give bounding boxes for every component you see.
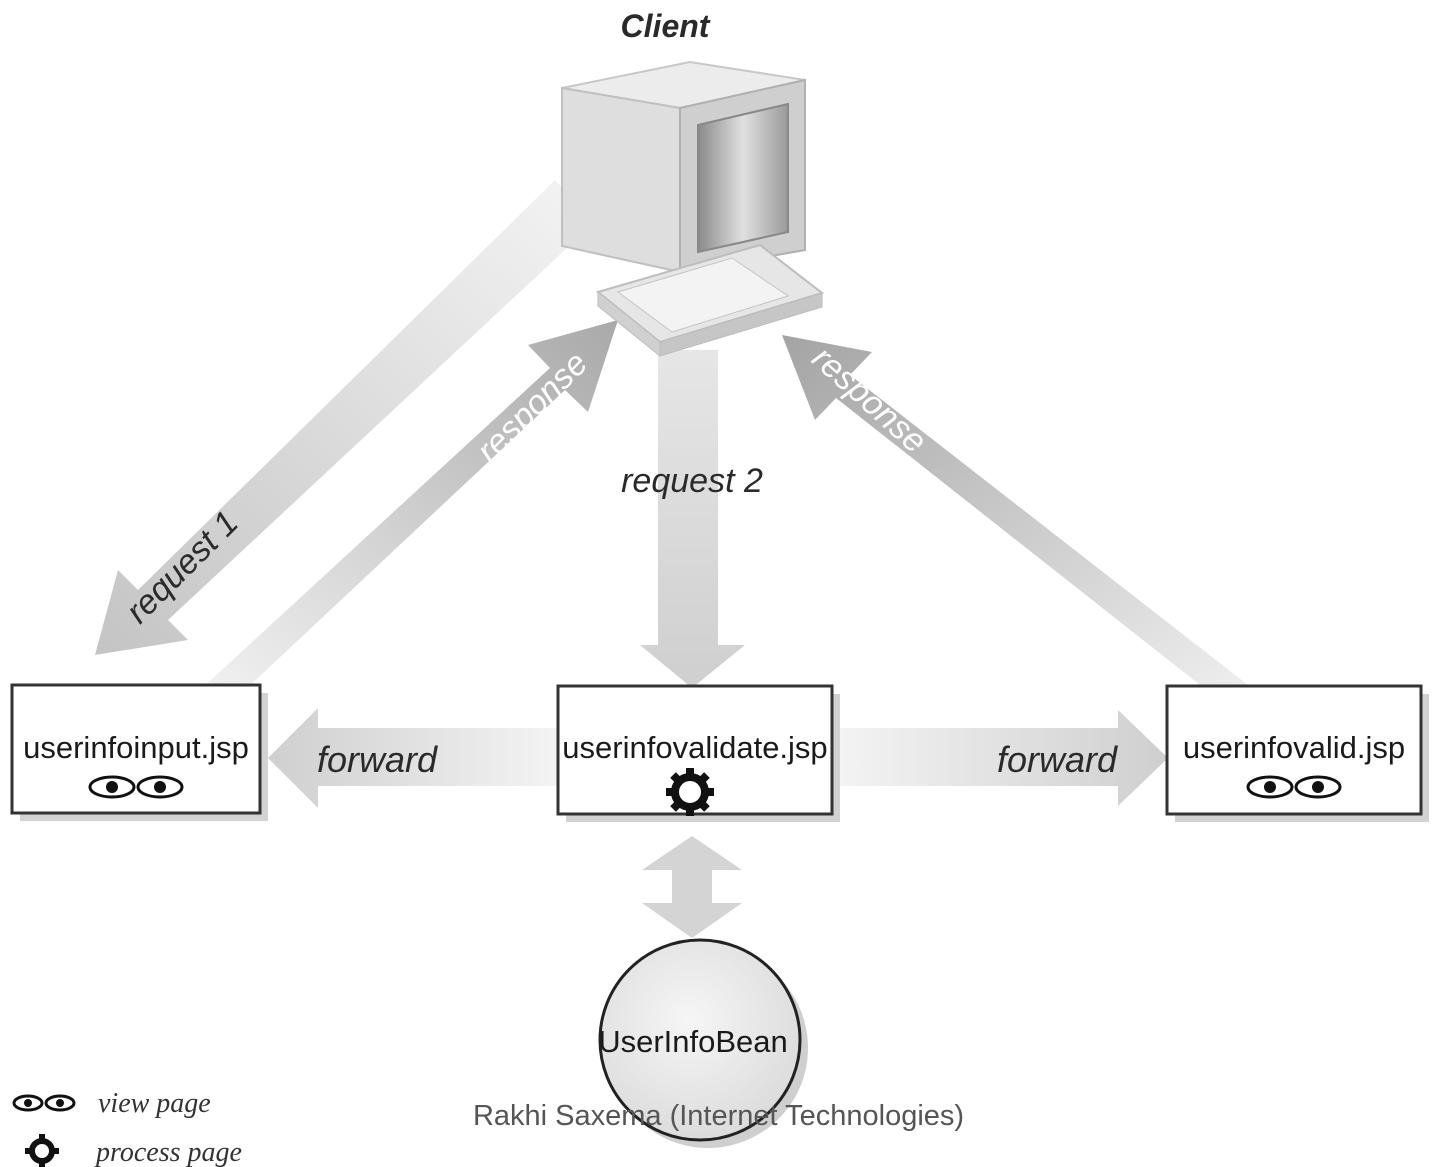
view-page-icon (1246, 775, 1342, 799)
userinfovalidate-box: userinfovalidate.jsp (556, 684, 840, 822)
userinfobean-label: UserInfoBean (598, 1024, 788, 1059)
process-page-icon (666, 768, 714, 816)
forward-right-label: forward (997, 739, 1118, 780)
forward-left-arrow (268, 708, 560, 808)
request1-label: request 1 (119, 504, 246, 631)
view-page-icon (88, 775, 184, 799)
legend-process-label: process page (94, 1137, 242, 1167)
userinfovalidate-label: userinfovalidate.jsp (562, 730, 827, 765)
response-right-arrow (782, 335, 1248, 685)
forward-left-label: forward (317, 739, 438, 780)
request2-arrow (640, 350, 745, 688)
request2-label: request 2 (621, 462, 763, 500)
client-computer-icon (561, 60, 825, 358)
userinfovalid-label: userinfovalid.jsp (1183, 730, 1405, 765)
userinfobean-node: UserInfoBean (598, 938, 808, 1148)
userinfoinput-label: userinfoinput.jsp (23, 730, 249, 765)
legend-view-icon (12, 1094, 76, 1112)
footer-credit: Rakhi Saxema (Internet Technologies) (472, 1100, 965, 1132)
legend-process-icon (25, 1134, 59, 1167)
request1-arrow (95, 180, 595, 655)
legend-view-label: view page (98, 1088, 211, 1119)
legend: view page process page (12, 1088, 242, 1167)
bean-double-arrow (642, 836, 742, 938)
response-left-label: response (469, 344, 595, 470)
userinfovalid-box: userinfovalid.jsp (1165, 684, 1429, 822)
client-title: Client (621, 8, 711, 44)
userinfoinput-box: userinfoinput.jsp (10, 683, 268, 821)
forward-right-arrow (832, 710, 1168, 806)
response-left-arrow (200, 320, 618, 690)
